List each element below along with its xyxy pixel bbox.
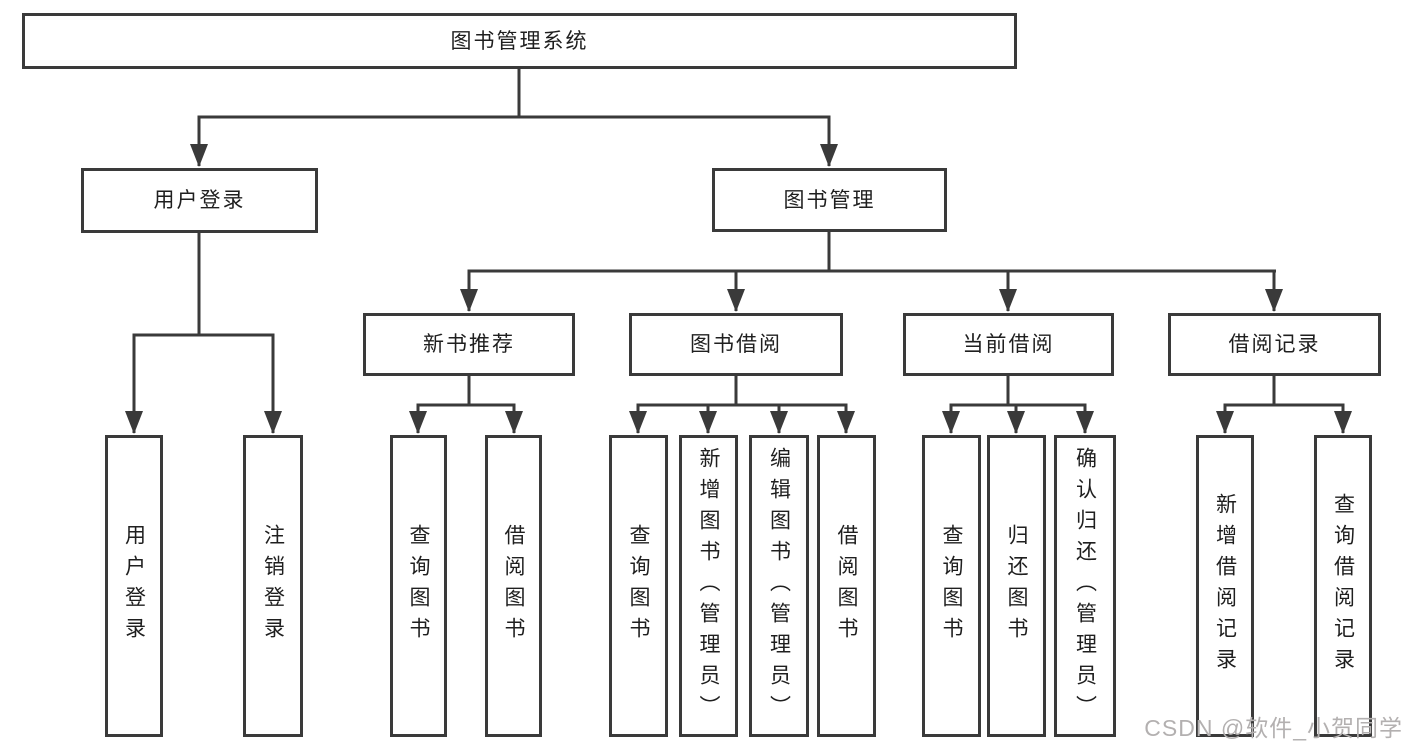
node-library-system-label: 图书管理系统 <box>450 29 589 53</box>
leaf-borrow-book-2: 借阅图书 <box>817 435 876 737</box>
node-book-borrow: 图书借阅 <box>629 313 843 376</box>
leaf-return-book: 归还图书 <box>987 435 1046 737</box>
leaf-confirm-return-admin-label: 确认归还（管理员） <box>1073 446 1097 726</box>
leaf-user-login: 用户登录 <box>105 435 163 737</box>
node-borrow-record: 借阅记录 <box>1168 313 1381 376</box>
leaf-query-borrow-record-label: 查询借阅记录 <box>1331 493 1355 679</box>
connector-book-mgmt-children <box>460 232 1283 312</box>
node-user-login-label: 用户登录 <box>153 189 246 212</box>
leaf-query-book-3: 查询图书 <box>922 435 981 737</box>
node-library-system: 图书管理系统 <box>22 13 1017 69</box>
connector-current-borrow-children <box>942 376 1094 434</box>
leaf-add-book-admin-label: 新增图书（管理员） <box>697 446 720 726</box>
node-book-mgmt: 图书管理 <box>712 168 947 232</box>
leaf-borrow-book-1: 借阅图书 <box>485 435 542 737</box>
node-new-book-recommend: 新书推荐 <box>363 313 575 376</box>
node-book-mgmt-label: 图书管理 <box>783 188 876 212</box>
node-current-borrow-label: 当前借阅 <box>962 333 1055 356</box>
leaf-add-book-admin: 新增图书（管理员） <box>679 435 738 737</box>
leaf-query-borrow-record: 查询借阅记录 <box>1314 435 1372 737</box>
node-user-login: 用户登录 <box>81 168 318 233</box>
connector-new-book-children <box>409 376 523 434</box>
leaf-borrow-book-1-label: 借阅图书 <box>502 524 525 648</box>
leaf-edit-book-admin: 编辑图书（管理员） <box>749 435 809 737</box>
leaf-borrow-book-2-label: 借阅图书 <box>835 524 858 648</box>
leaf-add-borrow-record: 新增借阅记录 <box>1196 435 1254 737</box>
connector-root-to-level2 <box>190 69 838 167</box>
leaf-logout-label: 注销登录 <box>261 524 285 648</box>
node-book-borrow-label: 图书借阅 <box>690 333 782 356</box>
node-new-book-recommend-label: 新书推荐 <box>423 333 515 356</box>
connector-user-login-children <box>125 233 282 434</box>
node-current-borrow: 当前借阅 <box>903 313 1114 376</box>
leaf-query-book-1-label: 查询图书 <box>407 524 430 648</box>
leaf-query-book-2: 查询图书 <box>609 435 668 737</box>
node-borrow-record-label: 借阅记录 <box>1228 333 1321 356</box>
leaf-user-login-label: 用户登录 <box>122 524 146 648</box>
csdn-watermark: CSDN @软件_小贺同学 <box>1144 715 1403 741</box>
connector-book-borrow-children <box>629 376 855 434</box>
leaf-query-book-2-label: 查询图书 <box>627 524 650 648</box>
leaf-add-borrow-record-label: 新增借阅记录 <box>1213 493 1237 679</box>
leaf-logout: 注销登录 <box>243 435 303 737</box>
leaf-return-book-label: 归还图书 <box>1005 524 1028 648</box>
leaf-confirm-return-admin: 确认归还（管理员） <box>1054 435 1116 737</box>
leaf-query-book-3-label: 查询图书 <box>940 524 963 648</box>
connector-borrow-record-children <box>1216 376 1352 434</box>
leaf-query-book-1: 查询图书 <box>390 435 447 737</box>
leaf-edit-book-admin-label: 编辑图书（管理员） <box>767 446 791 726</box>
